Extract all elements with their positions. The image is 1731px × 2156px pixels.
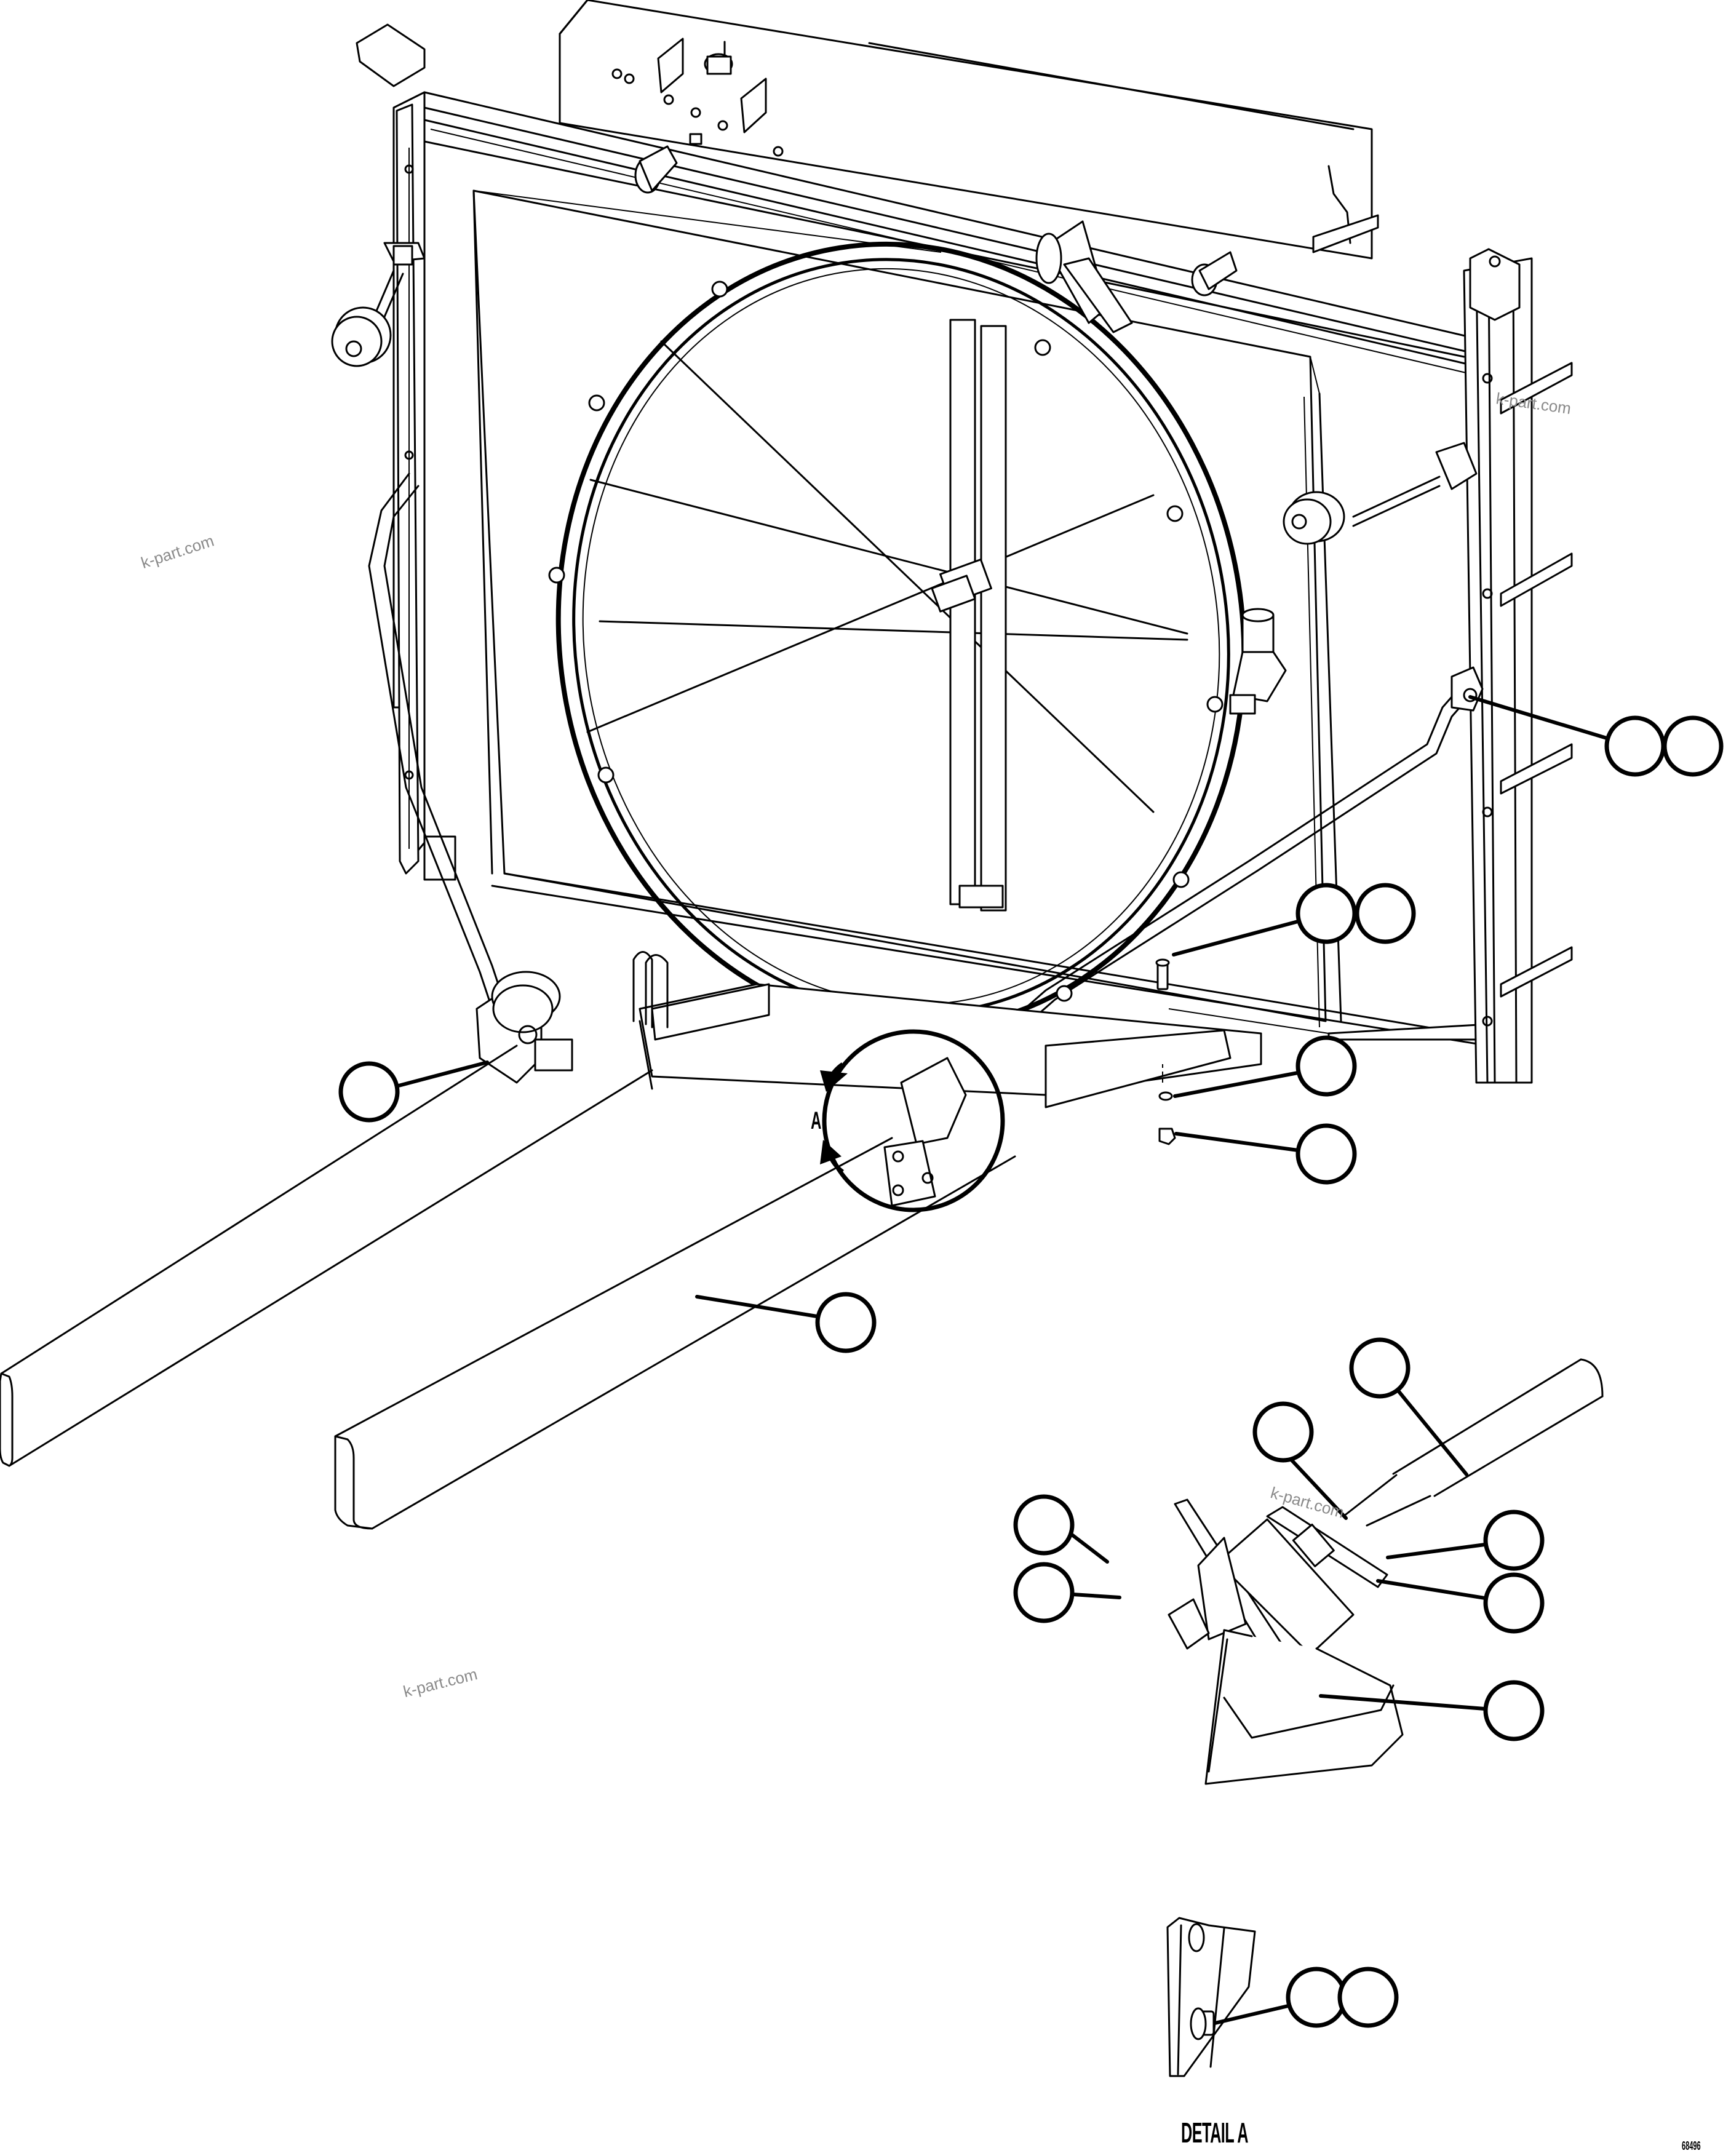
ring-bolts <box>548 280 1224 1025</box>
balloon-12 <box>1483 1510 1545 1571</box>
callout-detail-left-lower <box>1013 1562 1121 1623</box>
callout-fork-beam <box>695 1292 877 1353</box>
balloon-10 <box>1252 1401 1314 1463</box>
callout-washer <box>1173 1035 1357 1098</box>
top-tank <box>559 0 1379 260</box>
upper-left-isolator-icon <box>331 242 426 367</box>
callout-detail-washer-top <box>1252 1401 1348 1520</box>
right-side-frame <box>1463 248 1573 1084</box>
callout-pair-right-strut <box>1468 695 1724 777</box>
balloon-14 <box>1483 1572 1545 1634</box>
callout-nut <box>1174 1123 1357 1185</box>
detail-view-letter: A <box>811 1107 822 1134</box>
balloon-13 <box>1013 1562 1075 1623</box>
callout-pair-detail-bolt <box>1213 1967 1399 2028</box>
callout-detail-left-upper <box>1013 1494 1109 1564</box>
balloon-15 <box>1483 1680 1545 1741</box>
detail-a-marker <box>820 1029 1005 1212</box>
balloon-6 <box>1295 1123 1357 1185</box>
right-strut <box>995 442 1484 1044</box>
callout-detail-tube <box>1349 1337 1468 1476</box>
balloon-11 <box>1013 1494 1075 1556</box>
callout-detail-bracket <box>1319 1680 1545 1741</box>
callout-detail-right-upper <box>1386 1510 1545 1571</box>
balloon-17 <box>1337 1967 1399 2028</box>
upper-right-isolator-icon <box>1283 442 1478 545</box>
detail-a-view <box>1166 1358 1604 2077</box>
balloon-8 <box>815 1292 877 1353</box>
lower-left-isolator-icon <box>476 971 573 1084</box>
callout-lower-left-isolator <box>338 1060 489 1123</box>
balloon-5 <box>1295 1035 1357 1097</box>
balloon-16 <box>1286 1967 1347 2028</box>
right-elbow-sensor-icon <box>1229 608 1287 715</box>
fork-beams <box>0 1044 1016 1530</box>
balloon-4 <box>1355 883 1416 944</box>
left-strut <box>331 242 573 1084</box>
fan-ring <box>548 241 1247 1032</box>
balloon-1 <box>1604 715 1666 777</box>
tank-bolts <box>611 68 784 170</box>
balloon-3 <box>1295 883 1357 944</box>
balloon-2 <box>1662 715 1724 777</box>
balloon-9 <box>1349 1337 1411 1399</box>
callouts <box>338 695 1724 2028</box>
callout-detail-right-middle <box>1376 1572 1545 1634</box>
hose-necks <box>634 145 1238 333</box>
detail-title: DETAIL A <box>1181 2117 1249 2149</box>
filler-cap-icon <box>704 41 733 75</box>
left-side-frame <box>396 103 456 881</box>
loose-hardware <box>1155 958 1176 1145</box>
drawing-number: 68496 <box>1682 2139 1701 2153</box>
balloon-7 <box>338 1061 400 1123</box>
callout-pair-bolt <box>1172 883 1416 957</box>
